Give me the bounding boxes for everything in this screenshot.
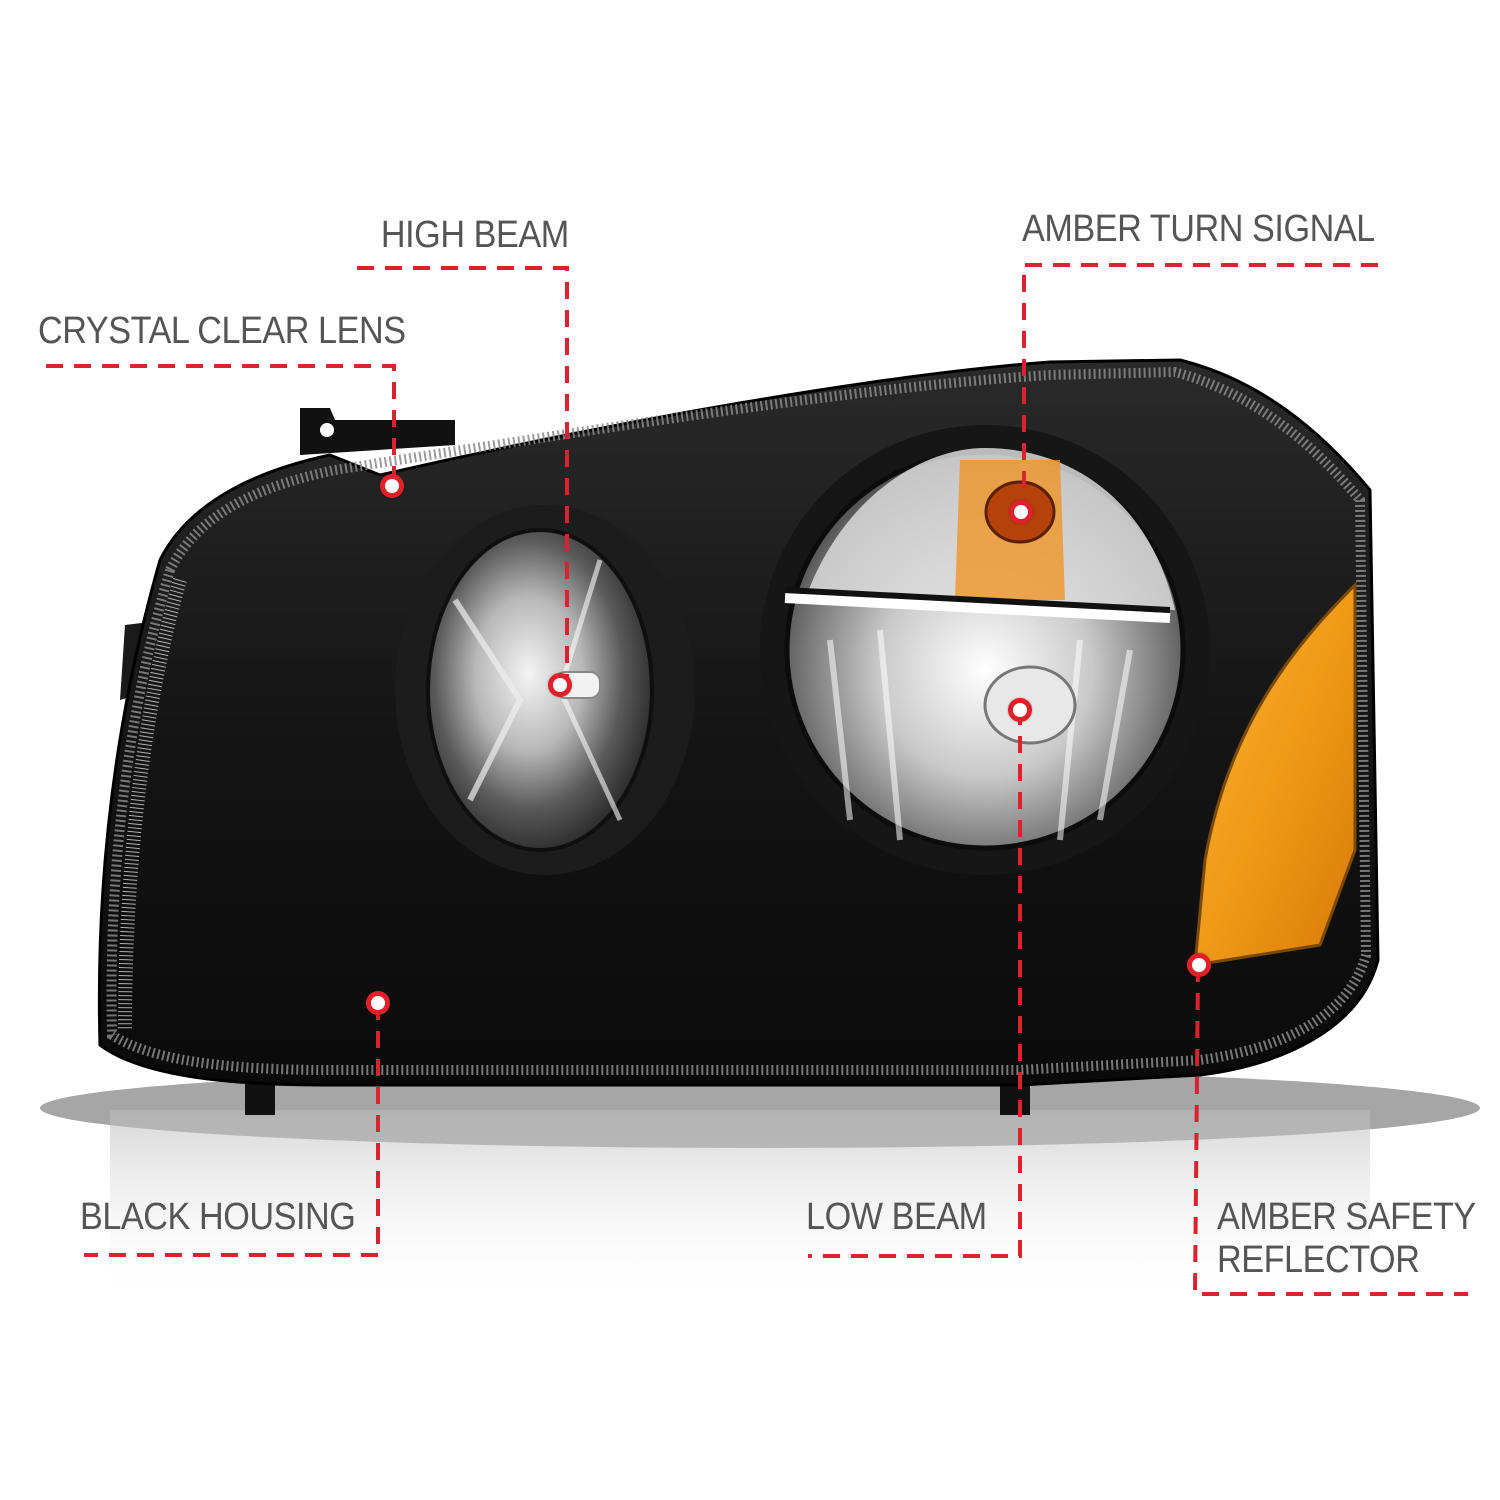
amber-safety-reflector-lens [1193, 581, 1357, 967]
label-amber-safety-reflector-line2: REFLECTOR [1217, 1239, 1420, 1281]
callout-line-black-housing [84, 1003, 380, 1257]
label-low-beam: LOW BEAM [806, 1196, 987, 1238]
callout-lines [46, 263, 1468, 1296]
marker-amber-turn-signal[interactable] [1009, 500, 1033, 524]
label-black-housing: BLACK HOUSING [80, 1196, 356, 1238]
marker-high-beam[interactable] [548, 673, 572, 697]
marker-low-beam[interactable] [1008, 698, 1032, 722]
callout-line-crystal-clear-lens [46, 364, 396, 485]
label-amber-turn-signal: AMBER TURN SIGNAL [1022, 208, 1375, 250]
marker-amber-safety-reflector[interactable] [1187, 953, 1211, 977]
label-high-beam: HIGH BEAM [381, 214, 569, 256]
lamp-divider-shadow [784, 587, 1171, 613]
lamp-divider-bar [784, 593, 1171, 623]
mounting-hole [320, 423, 334, 437]
reflector-facet [452, 598, 524, 802]
mounting-tab-top [300, 408, 455, 455]
marker-black-housing[interactable] [366, 991, 390, 1015]
low-beam-facets [827, 629, 1133, 841]
callout-line-amber-safety-reflector [1192, 964, 1468, 1296]
label-crystal-clear-lens: CRYSTAL CLEAR LENS [38, 310, 406, 352]
crystal-clear-lens-edge [106, 366, 1372, 1075]
high-beam-reflector [426, 528, 654, 852]
floor-reflection [110, 1110, 1370, 1310]
callout-line-amber-turn-signal [1022, 263, 1378, 512]
mounting-foot-left [245, 1080, 275, 1115]
callout-line-high-beam [357, 266, 569, 685]
label-amber-safety-reflector-line1: AMBER SAFETY [1217, 1196, 1476, 1238]
marker-crystal-clear-lens[interactable] [380, 474, 404, 498]
callout-line-low-beam [808, 708, 1022, 1258]
